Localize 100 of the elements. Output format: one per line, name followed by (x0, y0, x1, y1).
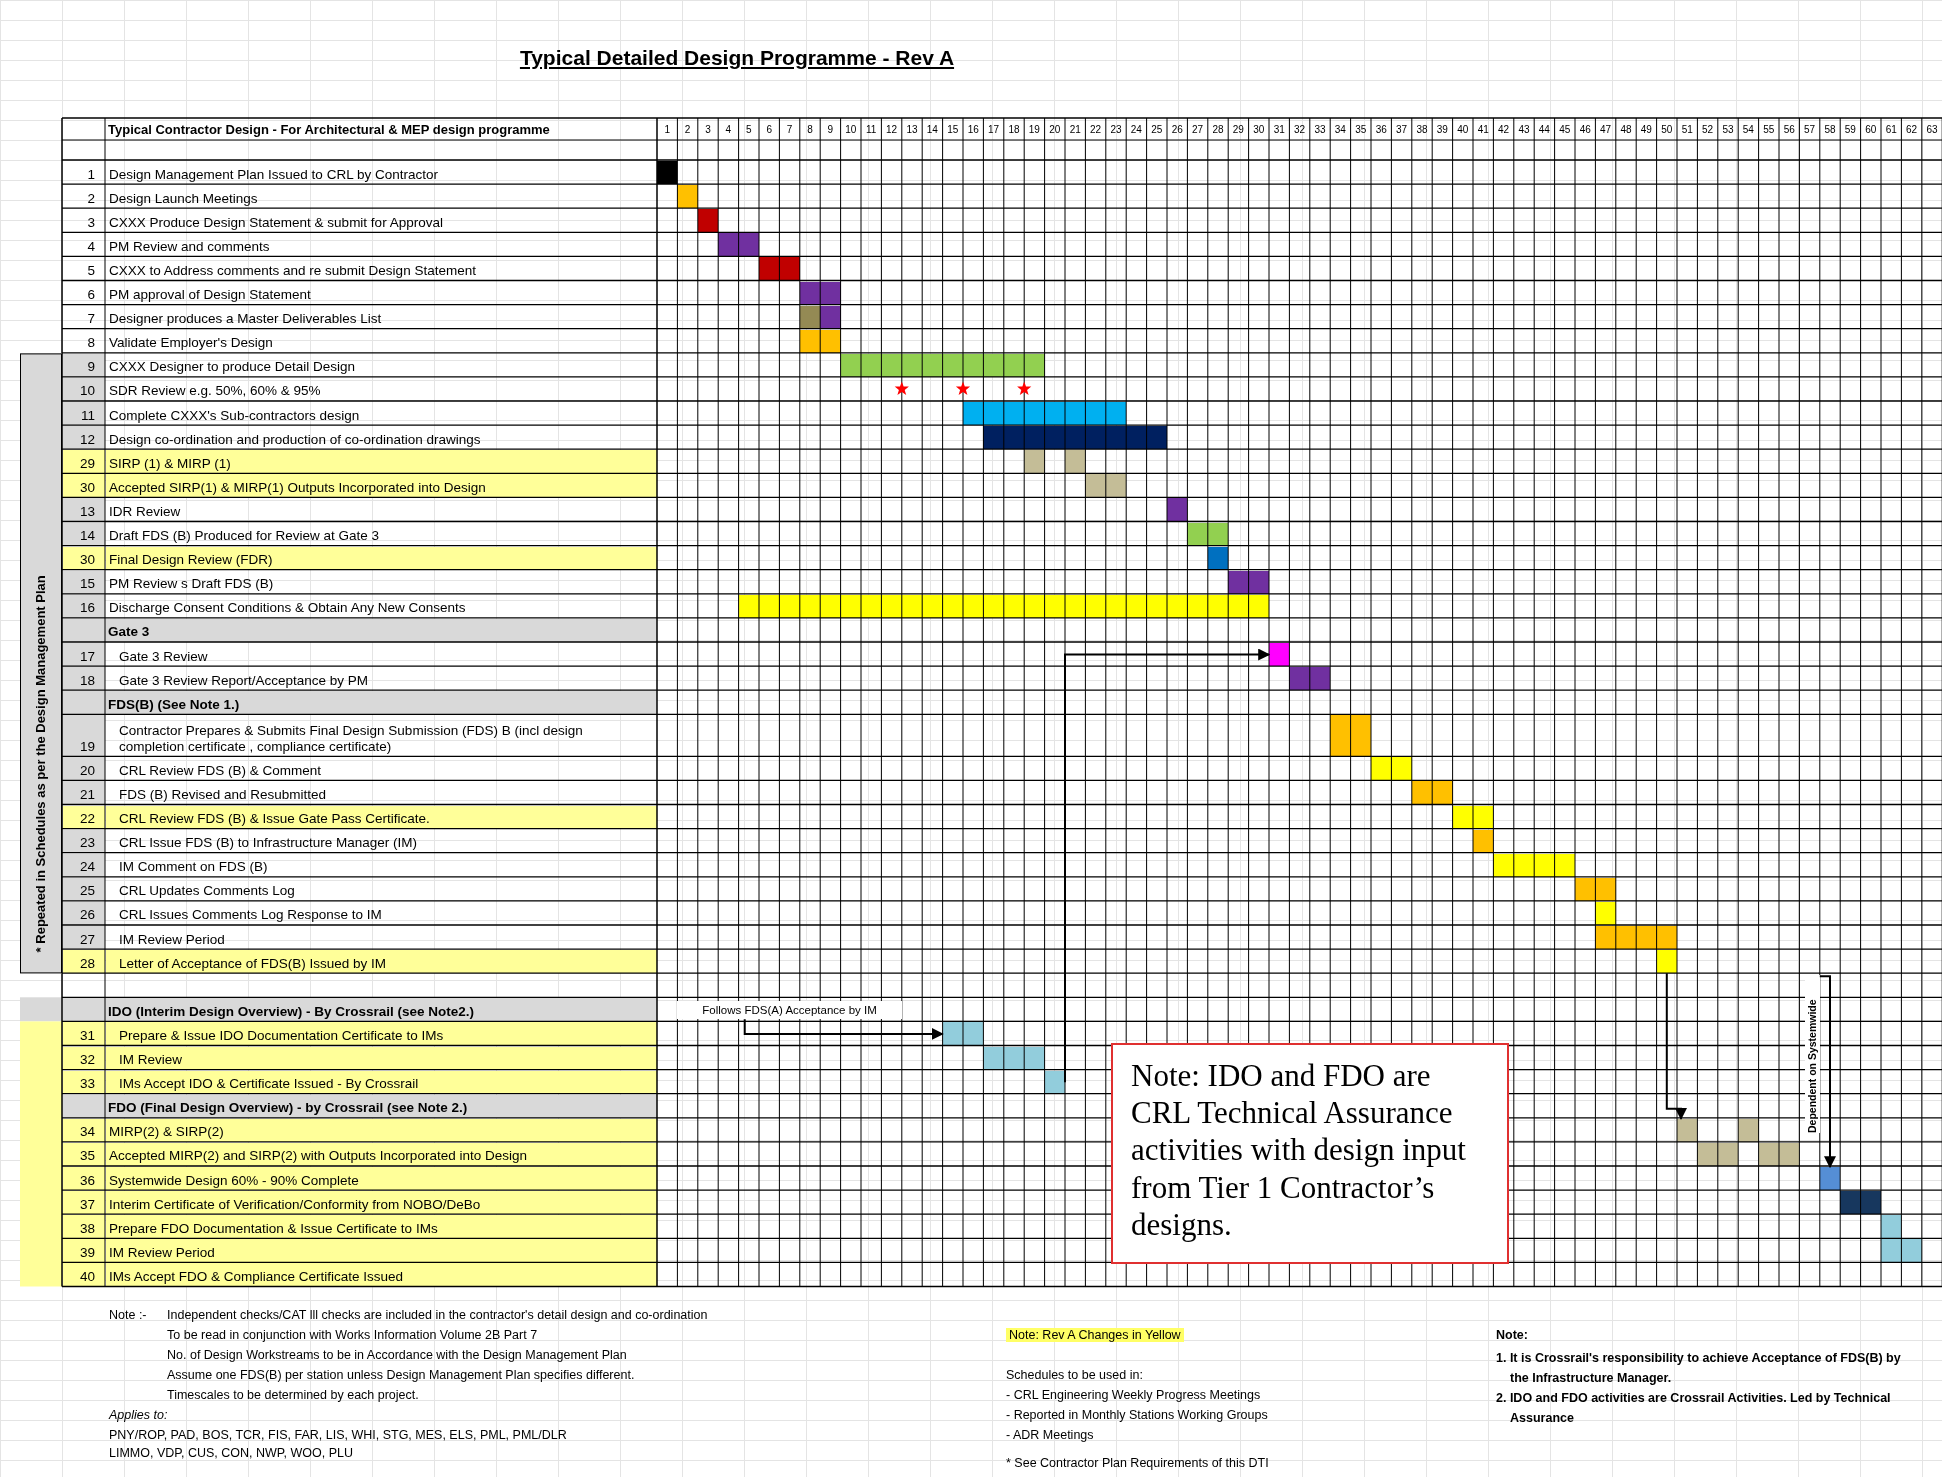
gantt-bar (1575, 877, 1616, 901)
task-name: CRL Review FDS (B) & Issue Gate Pass Certificate. (106, 805, 657, 829)
annotation-text: Dependent on Systemwide (1804, 975, 1820, 1134)
row-number: 34 (63, 1118, 105, 1142)
column-number: 27 (1191, 124, 1205, 136)
row-number: 28 (63, 950, 105, 974)
task-name: Prepare FDO Documentation & Issue Certificate to IMs (106, 1215, 657, 1239)
row-number: 18 (63, 667, 105, 691)
column-number: 60 (1864, 124, 1878, 136)
gantt-bar (1881, 1215, 1902, 1239)
row-number: 9 (63, 353, 105, 377)
arrow (1665, 972, 1687, 1120)
task-name: Accepted SIRP(1) & MIRP(1) Outputs Incorporated into Design (106, 474, 657, 498)
column-number: 19 (1027, 124, 1041, 136)
note-text: 1. It is Crossrail's responsibility to achieve Acceptance of FDS(B) by the Infrastructure Manager. (1496, 1350, 1902, 1387)
task-name: SDR Review e.g. 50%, 60% & 95% (108, 382, 322, 401)
gantt-bar (1411, 781, 1453, 805)
task-name: Interim Certificate of Verification/Conformity from NOBO/DeBo (106, 1191, 657, 1215)
row-number: 10 (63, 377, 105, 401)
row-number: 30 (63, 546, 105, 570)
column-number: 9 (826, 124, 835, 136)
column-number: 22 (1089, 124, 1103, 136)
gantt-bar (1330, 715, 1371, 757)
note-text: Independent checks/CAT lll checks are included in the contractor's detail design and co-ordination (167, 1308, 708, 1322)
task-name: Discharge Consent Conditions & Obtain Any New Consents (108, 599, 467, 618)
column-number: 31 (1272, 124, 1286, 136)
column-number: 46 (1578, 124, 1592, 136)
gantt-bar (697, 209, 719, 233)
side-note: * Repeated in Schedules as per the Design Management Plan (20, 352, 62, 974)
task-name: Design Launch Meetings (108, 189, 259, 208)
gantt-bar (1085, 474, 1127, 498)
column-number: 36 (1374, 124, 1388, 136)
column-number: 17 (987, 124, 1001, 136)
column-number: 6 (765, 124, 773, 136)
section-heading: IDO (Interim Design Overview) - By Crossrail (see Note2.) (108, 1002, 475, 1021)
gantt-bar (1473, 829, 1494, 853)
row-number: 25 (63, 877, 105, 901)
gantt-bar (820, 305, 841, 329)
gantt-bar (942, 1022, 984, 1046)
task-name: Contractor Prepares & Submits Final Design Submission (FDS) B (incl design completion certificate , compliance certificate) (118, 722, 584, 756)
gantt-bar (1881, 1239, 1922, 1263)
task-name: FDS (B) Revised and Resubmitted (118, 785, 328, 804)
task-name: Gate 3 Review (118, 647, 209, 666)
gantt-bar (677, 185, 698, 209)
gantt-bar (1371, 757, 1412, 781)
note-text: Note :- (109, 1308, 147, 1322)
gantt-bar (1167, 498, 1188, 522)
column-number: 55 (1762, 124, 1776, 136)
row-number: 23 (63, 829, 105, 853)
task-name: SIRP (1) & MIRP (1) (106, 450, 657, 474)
row-number: 4 (86, 237, 96, 256)
note-text: Schedules to be used in: (1006, 1368, 1143, 1382)
gantt-bar (1228, 570, 1269, 594)
note-text: - CRL Engineering Weekly Progress Meetings (1006, 1388, 1261, 1402)
task-name: CXXX Designer to produce Detail Design (108, 358, 357, 377)
row-number: 30 (63, 474, 105, 498)
task-name: Designer produces a Master Deliverables List (108, 310, 383, 329)
gantt-bar (983, 1046, 1045, 1070)
column-number: 52 (1701, 124, 1715, 136)
task-name: MIRP(2) & SIRP(2) (106, 1118, 657, 1142)
column-number: 40 (1456, 124, 1470, 136)
column-number: 32 (1293, 124, 1307, 136)
column-number: 26 (1170, 124, 1184, 136)
gantt-bar (1738, 1118, 1759, 1142)
task-name: Design co-ordination and production of co-ordination drawings (108, 430, 482, 449)
column-number: 25 (1150, 124, 1164, 136)
gantt-bar (1289, 667, 1331, 691)
task-name: Systemwide Design 60% - 90% Complete (106, 1167, 657, 1191)
diagram-title: Typical Detailed Design Programme - Rev A (518, 46, 956, 70)
task-name: Gate 3 Review Report/Acceptance by PM (118, 671, 370, 690)
arrow (1064, 648, 1271, 1084)
column-number: 12 (885, 124, 899, 136)
task-name: Design Management Plan Issued to CRL by Contractor (108, 165, 439, 184)
task-name: IMs Accept FDO & Compliance Certificate Issued (106, 1263, 657, 1287)
row-number: 36 (63, 1167, 105, 1191)
row-number: 39 (63, 1239, 105, 1263)
row-number: 38 (63, 1215, 105, 1239)
column-number: 18 (1007, 124, 1021, 136)
row-number: 6 (86, 286, 96, 305)
note-text: Assume one FDS(B) per station unless Design Management Plan specifies different. (167, 1368, 635, 1382)
column-number: 33 (1313, 124, 1327, 136)
task-name: Letter of Acceptance of FDS(B) Issued by IM (106, 950, 657, 974)
column-number: 4 (724, 124, 733, 136)
task-name: IM Review Period (106, 1239, 657, 1263)
row-number: 13 (63, 498, 105, 522)
gantt-bar (1452, 805, 1494, 829)
row-number: 33 (63, 1070, 105, 1094)
column-number: 5 (745, 124, 753, 136)
gantt-bar (759, 257, 800, 281)
row-number: 24 (63, 853, 105, 877)
column-number: 47 (1599, 124, 1613, 136)
column-number: 62 (1905, 124, 1919, 136)
row-number: 21 (63, 781, 105, 805)
task-name: PM approval of Design Statement (108, 286, 312, 305)
column-number: 53 (1721, 124, 1735, 136)
task-name: CRL Issue FDS (B) to Infrastructure Manager (IM) (118, 834, 419, 853)
note-text: PNY/ROP, PAD, BOS, TCR, FIS, FAR, LIS, WHI, STG, MES, ELS, PML, PML/DLR (109, 1428, 567, 1442)
row-number: 5 (86, 261, 96, 280)
note-text: To be read in conjunction with Works Information Volume 2B Part 7 (167, 1328, 538, 1342)
gantt-bar (1656, 950, 1677, 974)
